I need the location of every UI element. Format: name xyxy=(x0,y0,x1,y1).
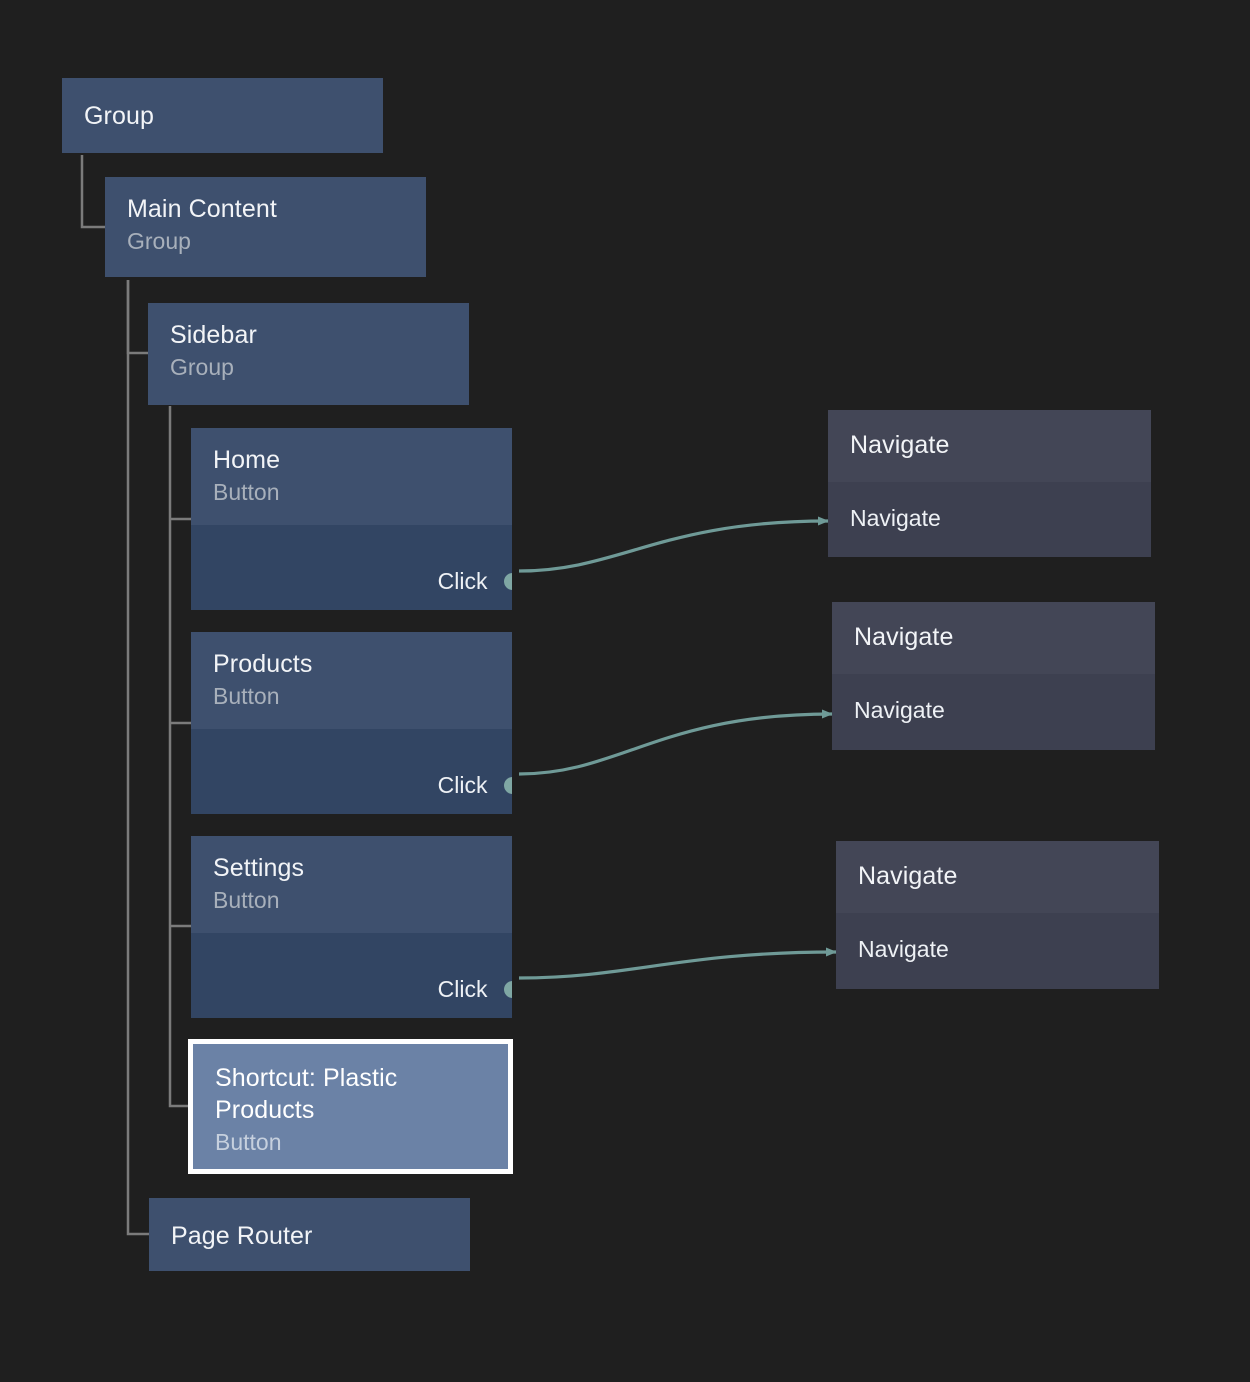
node-title: Navigate xyxy=(854,623,954,651)
node-title: Page Router xyxy=(171,1222,313,1250)
output-port-click[interactable]: Click xyxy=(438,771,512,799)
input-port-navigate[interactable]: Navigate xyxy=(850,505,941,531)
node-header: Group xyxy=(62,78,383,153)
input-port-navigate[interactable]: Navigate xyxy=(858,936,949,962)
edge-home-to-navigate xyxy=(518,516,829,573)
node-root-group[interactable]: Group xyxy=(62,78,383,153)
node-button-shortcut-plastic-products[interactable]: Shortcut: Plastic Products Button xyxy=(188,1039,513,1174)
node-header: Main Content Group xyxy=(105,177,426,274)
output-port-click[interactable]: Click xyxy=(438,975,512,1003)
input-port-navigate[interactable]: Navigate xyxy=(854,697,945,723)
node-title: Main Content xyxy=(127,195,277,223)
node-main-content[interactable]: Main Content Group xyxy=(105,177,426,277)
node-header: Navigate xyxy=(828,410,1151,482)
node-body: Click xyxy=(191,525,512,610)
node-button-products[interactable]: Products Button Click xyxy=(191,632,512,814)
node-action-navigate-3[interactable]: Navigate Navigate xyxy=(836,841,1159,989)
node-action-navigate-1[interactable]: Navigate Navigate xyxy=(828,410,1151,557)
output-port-click[interactable]: Click xyxy=(438,567,512,595)
node-subtitle: Button xyxy=(215,1129,282,1155)
node-header: Navigate xyxy=(832,602,1155,674)
node-header: Products Button xyxy=(191,632,512,729)
node-body: Click xyxy=(191,729,512,814)
port-label: Click xyxy=(437,568,488,594)
node-subtitle: Button xyxy=(213,887,280,913)
node-subtitle: Group xyxy=(127,228,191,254)
node-body: Click xyxy=(191,933,512,1018)
node-page-router[interactable]: Page Router xyxy=(149,1198,470,1271)
port-dot-icon[interactable] xyxy=(503,980,512,998)
node-sidebar[interactable]: Sidebar Group xyxy=(148,303,469,405)
node-header: Page Router xyxy=(149,1198,470,1271)
node-title: Home xyxy=(213,446,281,474)
node-body: Navigate xyxy=(828,482,1151,554)
node-action-navigate-2[interactable]: Navigate Navigate xyxy=(832,602,1155,750)
node-title: Products xyxy=(213,650,313,678)
node-title: Navigate xyxy=(850,431,950,459)
node-title: Settings xyxy=(213,854,305,882)
node-title: Navigate xyxy=(858,862,958,890)
node-button-home[interactable]: Home Button Click xyxy=(191,428,512,610)
port-dot-icon[interactable] xyxy=(503,572,512,590)
node-header: Settings Button xyxy=(191,836,512,933)
node-header: Home Button xyxy=(191,428,512,525)
port-label: Click xyxy=(437,976,488,1002)
node-header: Shortcut: Plastic Products Button xyxy=(193,1044,508,1169)
node-body: Navigate xyxy=(836,913,1159,985)
node-subtitle: Group xyxy=(170,354,234,380)
port-dot-icon[interactable] xyxy=(503,776,512,794)
node-subtitle: Button xyxy=(213,479,280,505)
node-title: Shortcut: Plastic Products xyxy=(215,1064,398,1124)
node-header: Navigate xyxy=(836,841,1159,913)
edge-products-to-navigate xyxy=(518,709,833,776)
node-header: Sidebar Group xyxy=(148,303,469,400)
port-label: Click xyxy=(437,772,488,798)
node-title: Group xyxy=(84,102,154,130)
node-title: Sidebar xyxy=(170,321,257,349)
node-subtitle: Button xyxy=(213,683,280,709)
node-button-settings[interactable]: Settings Button Click xyxy=(191,836,512,1018)
edge-settings-to-navigate xyxy=(518,947,837,980)
node-body: Navigate xyxy=(832,674,1155,746)
